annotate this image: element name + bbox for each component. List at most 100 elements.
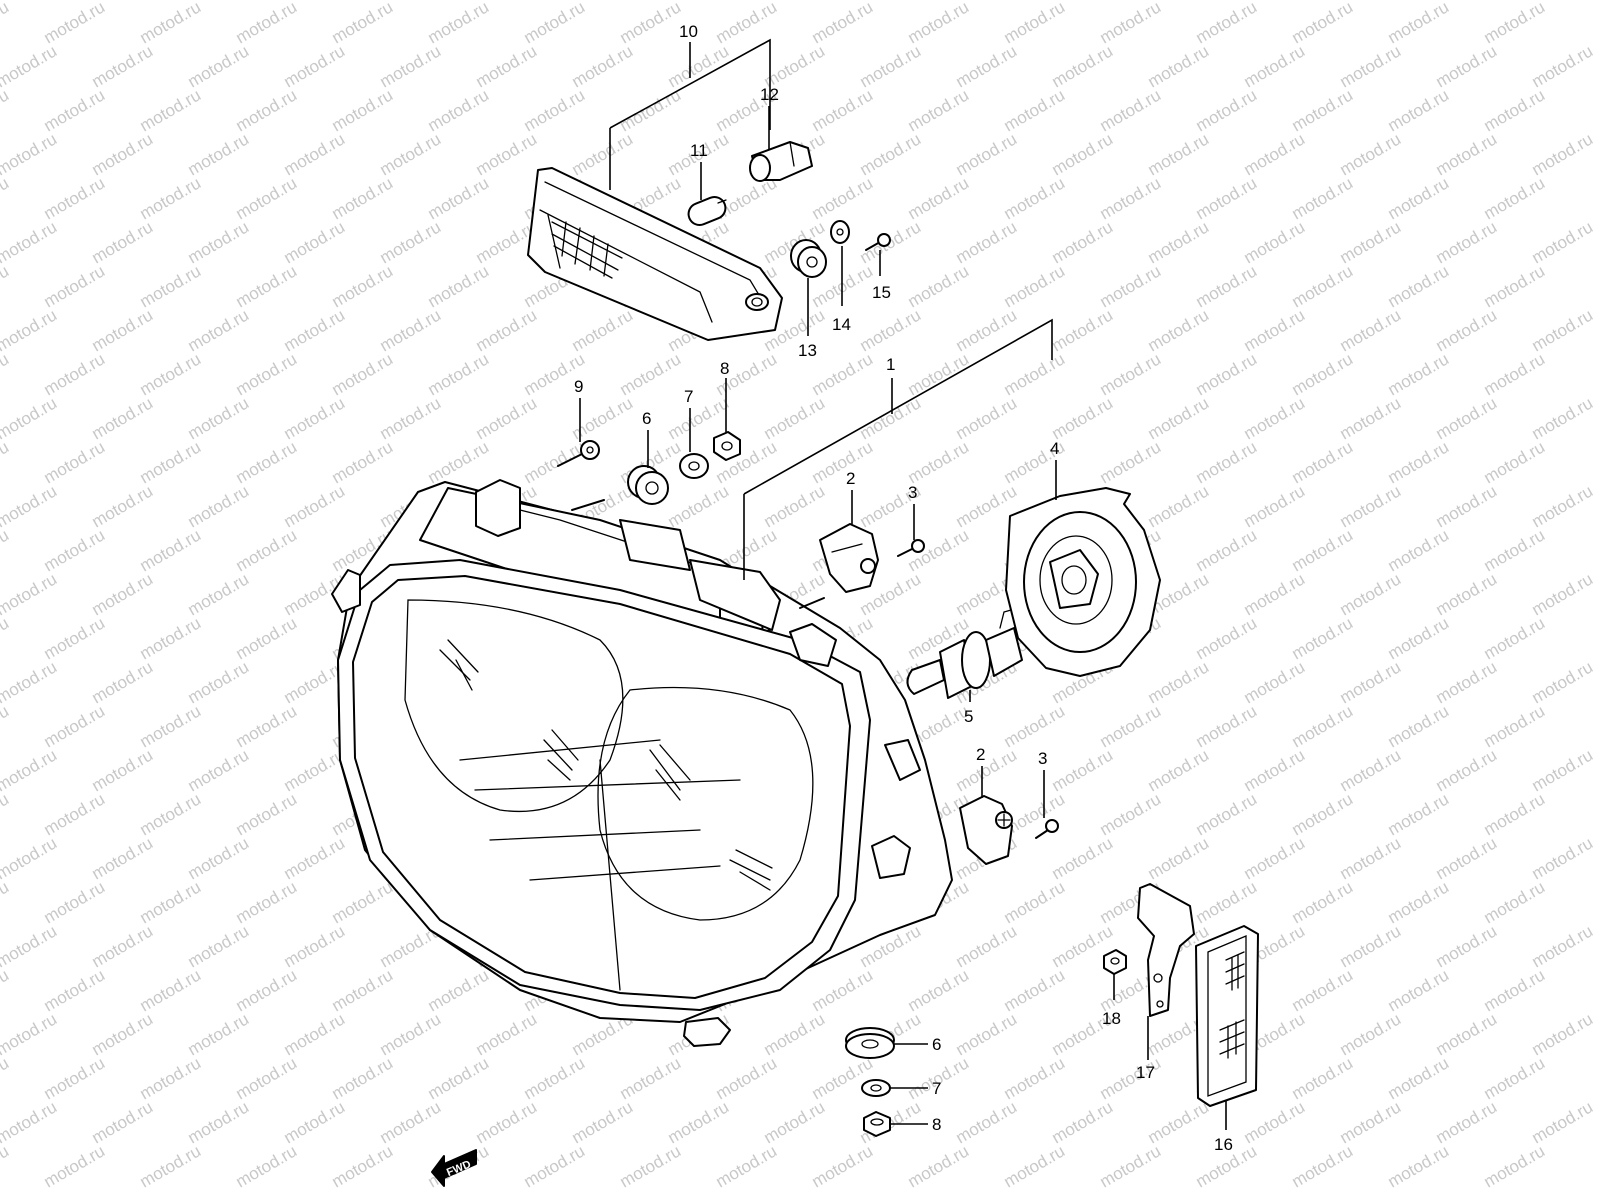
watermark-text: motod.ru [89,569,157,619]
watermark-text: motod.ru [185,481,253,531]
watermark-text: motod.ru [281,833,349,883]
watermark-text: motod.ru [377,305,445,355]
watermark-text: motod.ru [137,437,205,487]
watermark-text: motod.ru [1529,1097,1597,1147]
watermark-text: motod.ru [1481,437,1549,487]
watermark-text: motod.ru [185,129,253,179]
washer-14 [830,220,850,244]
watermark-text: motod.ru [377,217,445,267]
watermark-text: motod.ru [905,349,973,399]
watermark-text: motod.ru [1529,129,1597,179]
screw-3-lower [1035,819,1059,839]
watermark-text: motod.ru [1289,0,1357,47]
watermark-text: motod.ru [569,305,637,355]
watermark-text: motod.ru [617,1141,685,1191]
watermark-text: motod.ru [137,0,205,47]
watermark-text: motod.ru [281,745,349,795]
watermark-text: motod.ru [905,1141,973,1191]
watermark-text: motod.ru [569,129,637,179]
watermark-text: motod.ru [1481,173,1549,223]
watermark-text: motod.ru [1049,41,1117,91]
watermark-text: motod.ru [281,305,349,355]
callout-14: 14 [832,315,851,334]
watermark-text: motod.ru [329,877,397,927]
watermark-text: motod.ru [1241,481,1309,531]
watermark-text: motod.ru [1433,745,1501,795]
watermark-text: motod.ru [41,965,109,1015]
watermark-text: motod.ru [1385,525,1453,575]
watermark-text: motod.ru [1289,525,1357,575]
watermark-text: motod.ru [1097,0,1165,47]
watermark-text: motod.ru [1529,921,1597,971]
watermark-text: motod.ru [1001,877,1069,927]
watermark-text: motod.ru [1097,1141,1165,1191]
watermark-text: motod.ru [617,0,685,47]
screw-3-top [897,539,925,557]
watermark-text: motod.ru [425,349,493,399]
watermark-text: motod.ru [425,1053,493,1103]
watermark-text: motod.ru [761,1009,829,1059]
washer-7-lower [861,1079,891,1097]
watermark-text: motod.ru [281,129,349,179]
watermark-text: motod.ru [1193,525,1261,575]
watermark-text: motod.ru [329,437,397,487]
watermark-text: motod.ru [41,437,109,487]
watermark-text: motod.ru [1049,1097,1117,1147]
watermark-text: motod.ru [0,437,12,487]
fwd-arrow: FWD [431,1149,477,1187]
callout-17: 17 [1136,1063,1155,1082]
watermark-text: motod.ru [0,0,12,47]
callout-4: 4 [1050,439,1059,458]
watermark-text: motod.ru [1337,657,1405,707]
watermark-text: motod.ru [41,0,109,47]
watermark-text: motod.ru [1481,85,1549,135]
callout-7-lower: 7 [932,1079,941,1098]
watermark-text: motod.ru [1433,1009,1501,1059]
watermark-text: motod.ru [1289,261,1357,311]
watermark-text: motod.ru [1385,613,1453,663]
watermark-text: motod.ru [1337,217,1405,267]
watermark-text: motod.ru [1049,833,1117,883]
watermark-text: motod.ru [281,481,349,531]
watermark-text: motod.ru [1433,481,1501,531]
watermark-text: motod.ru [1337,745,1405,795]
watermark-text: motod.ru [425,173,493,223]
watermark-text: motod.ru [0,217,60,267]
watermark-text: motod.ru [0,261,12,311]
watermark-text: motod.ru [1241,393,1309,443]
grommet-13 [790,239,827,278]
watermark-text: motod.ru [569,393,637,443]
watermark-text: motod.ru [233,1053,301,1103]
watermark-text: motod.ru [185,393,253,443]
watermark-text: motod.ru [1433,657,1501,707]
watermark-text: motod.ru [953,305,1021,355]
watermark-text: motod.ru [1481,349,1549,399]
watermark-text: motod.ru [377,1097,445,1147]
watermark-text: motod.ru [473,305,541,355]
watermark-text: motod.ru [1529,833,1597,883]
watermark-text: motod.ru [1433,921,1501,971]
watermark-text: motod.ru [1433,393,1501,443]
watermark-text: motod.ru [1289,437,1357,487]
watermark-text: motod.ru [953,1009,1021,1059]
callout-8-top: 8 [720,359,729,378]
callout-13: 13 [798,341,817,360]
watermark-text: motod.ru [89,129,157,179]
callout-8-lower: 8 [932,1115,941,1134]
watermark-text: motod.ru [1289,1141,1357,1191]
watermark-text: motod.ru [1049,393,1117,443]
watermark-text: motod.ru [1385,261,1453,311]
watermark-text: motod.ru [1193,261,1261,311]
watermark-text: motod.ru [1337,921,1405,971]
watermark-text: motod.ru [473,41,541,91]
watermark-text: motod.ru [41,525,109,575]
watermark-text: motod.ru [1337,481,1405,531]
watermark-text: motod.ru [1241,569,1309,619]
watermark-text: motod.ru [1481,1141,1549,1191]
watermark-text: motod.ru [857,393,925,443]
watermark-text: motod.ru [1241,129,1309,179]
watermark-text: motod.ru [1529,657,1597,707]
watermark-text: motod.ru [761,393,829,443]
